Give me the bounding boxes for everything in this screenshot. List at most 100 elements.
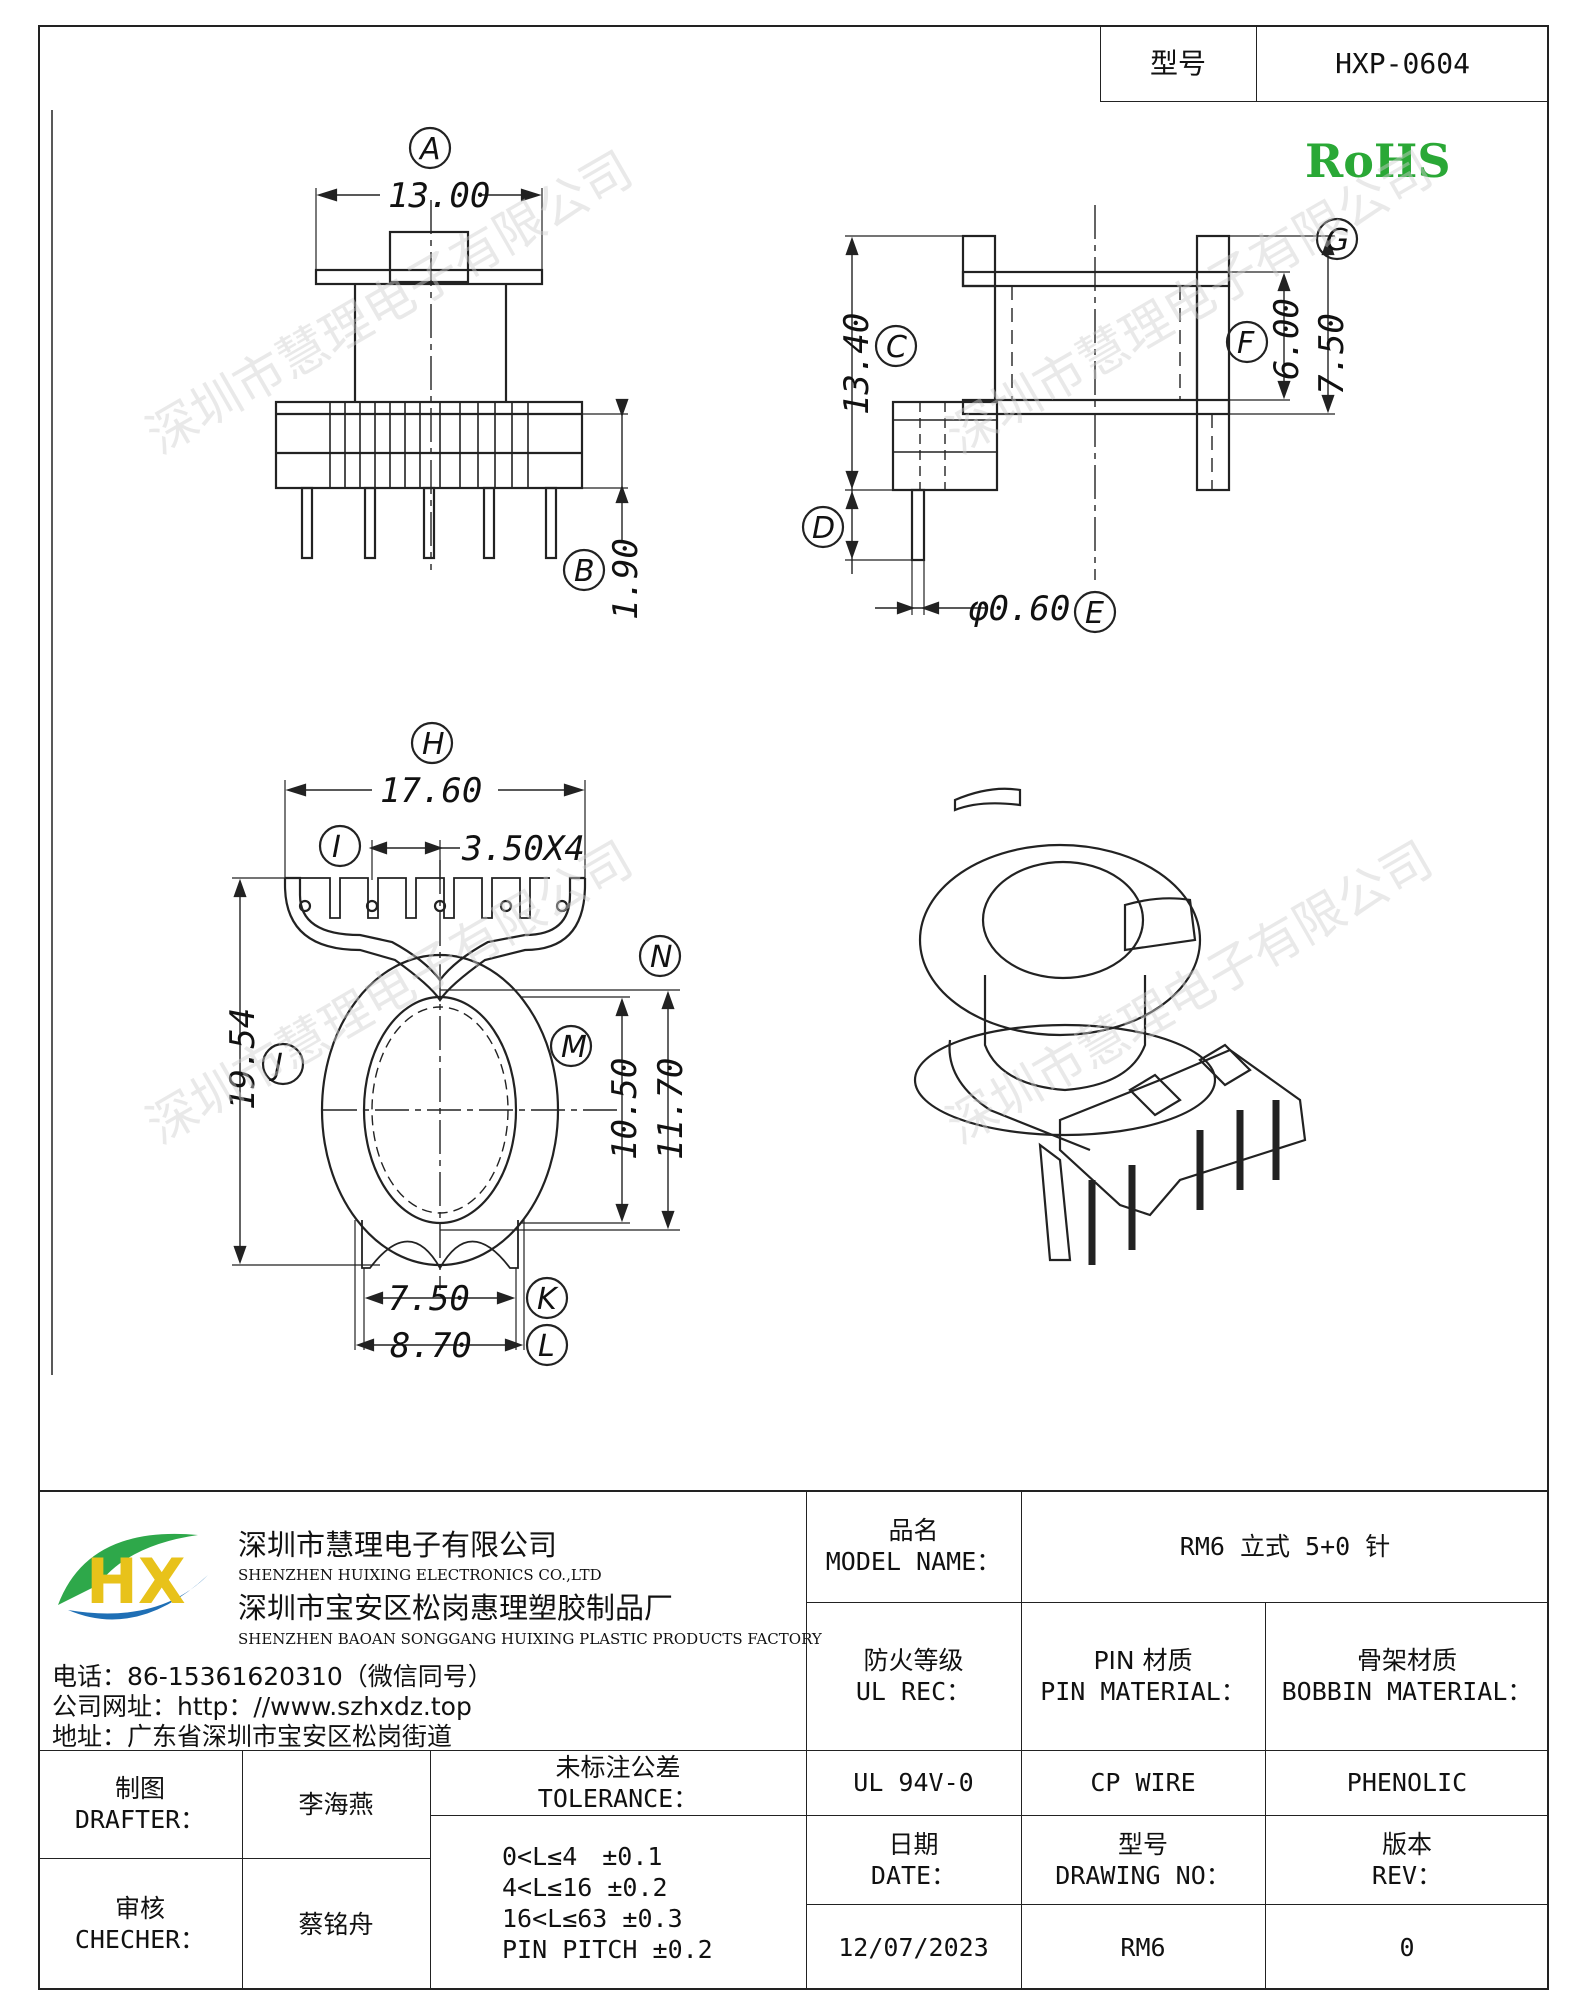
tb-line bbox=[430, 1815, 1549, 1816]
label-h: H bbox=[422, 727, 445, 762]
side-view bbox=[801, 205, 1359, 634]
tb-line bbox=[1021, 1490, 1022, 1990]
technical-drawings: 13.00 A 1.90 B 13.40 C D φ0.60 E 6.00 F … bbox=[51, 110, 1451, 1375]
dim-g: 7.50 bbox=[1312, 313, 1352, 395]
dim-k: 7.50 bbox=[388, 1279, 470, 1319]
date-header: 日期 DATE： bbox=[806, 1815, 1021, 1904]
dim-l: 8.70 bbox=[390, 1326, 472, 1366]
header-model-label: 型号 bbox=[1149, 47, 1206, 80]
dim-h: 17.60 bbox=[380, 771, 482, 811]
header-model-box bbox=[1100, 25, 1549, 102]
bobbin-material-value: PHENOLIC bbox=[1346, 1768, 1468, 1797]
front-view bbox=[274, 126, 629, 592]
dim-j: 19.54 bbox=[223, 1008, 263, 1110]
rev-header: 版本 REV： bbox=[1265, 1815, 1549, 1904]
label-b: B bbox=[574, 554, 595, 589]
tb-line bbox=[430, 1750, 431, 1990]
watermark-4: 深圳市慧理电子有限公司 bbox=[937, 830, 1442, 1155]
company-phone: 电话：86-15361620310（微信同号） bbox=[52, 1662, 493, 1691]
tb-line bbox=[1265, 1602, 1266, 1990]
factory-name-cn: 深圳市宝安区松岗惠理塑胶制品厂 bbox=[238, 1591, 674, 1625]
label-l: L bbox=[538, 1329, 555, 1364]
model-name-header: 品名 MODEL NAME： bbox=[806, 1490, 1021, 1602]
checker-en: CHECHER： bbox=[74, 1925, 206, 1954]
company-name-cn: 深圳市慧理电子有限公司 bbox=[238, 1528, 558, 1562]
label-m: M bbox=[561, 1030, 587, 1065]
tb-line bbox=[806, 1904, 1549, 1905]
model-name-cn: 品名 bbox=[888, 1516, 939, 1545]
bobbin-material-header: 骨架材质 BOBBIN MATERIAL： bbox=[1265, 1602, 1549, 1750]
company-website: 公司网址：http：//www.szhxdz.top bbox=[52, 1692, 472, 1721]
dim-e: φ0.60 bbox=[968, 589, 1070, 629]
header-divider bbox=[1256, 25, 1257, 102]
company-address: 地址：广东省深圳市宝安区松岗街道 bbox=[52, 1722, 453, 1751]
dim-c: 13.40 bbox=[837, 313, 877, 415]
label-i: I bbox=[332, 830, 341, 865]
checker-header: 审核 CHECHER： bbox=[38, 1858, 242, 1990]
label-c: C bbox=[886, 330, 907, 365]
date-en: DATE： bbox=[870, 1860, 957, 1890]
tolerance-header: 未标注公差 TOLERANCE： bbox=[430, 1750, 806, 1815]
dim-i: 3.50X4 bbox=[461, 829, 585, 869]
bobbin-material-cn: 骨架材质 bbox=[1356, 1646, 1457, 1675]
dim-f: 6.00 bbox=[1267, 298, 1307, 380]
company-name-en: SHENZHEN HUIXING ELECTRONICS CO.,LTD bbox=[238, 1566, 602, 1584]
label-g: G bbox=[1326, 223, 1349, 258]
ul-rec-header: 防火等级 UL REC： bbox=[806, 1602, 1021, 1750]
label-a: A bbox=[418, 132, 441, 167]
factory-name-en: SHENZHEN BAOAN SONGGANG HUIXING PLASTIC … bbox=[238, 1630, 822, 1648]
drafter-name: 李海燕 bbox=[298, 1789, 374, 1819]
label-k: K bbox=[537, 1282, 559, 1317]
label-d: D bbox=[812, 511, 835, 546]
tolerance-values: 0<L≤4 ±0.1 4<L≤16 ±0.2 16<L≤63 ±0.3 PIN … bbox=[430, 1815, 806, 1990]
tb-line bbox=[806, 1602, 1549, 1603]
rev-en: REV： bbox=[1371, 1860, 1443, 1890]
logo-letters: HX bbox=[86, 1545, 186, 1618]
label-n: N bbox=[650, 940, 672, 975]
label-f: F bbox=[1237, 326, 1255, 361]
dim-m: 10.50 bbox=[605, 1058, 645, 1160]
tb-line bbox=[242, 1750, 243, 1990]
pin-material-cn: PIN 材质 bbox=[1093, 1646, 1193, 1675]
pin-material-header: PIN 材质 PIN MATERIAL： bbox=[1021, 1602, 1265, 1750]
tolerance-line: 0<L≤4 ±0.1 bbox=[502, 1841, 663, 1871]
rev-value: 0 bbox=[1399, 1932, 1415, 1962]
drafter-en: DRAFTER： bbox=[74, 1805, 206, 1834]
date-cn: 日期 bbox=[888, 1829, 939, 1859]
date-value: 12/07/2023 bbox=[838, 1932, 989, 1962]
pin-material-en: PIN MATERIAL： bbox=[1040, 1677, 1246, 1706]
tb-line bbox=[38, 1750, 1549, 1751]
ul-value: UL 94V-0 bbox=[853, 1768, 974, 1797]
header-model-value: HXP-0604 bbox=[1335, 47, 1470, 80]
rev-cn: 版本 bbox=[1381, 1829, 1432, 1859]
checker-cn: 审核 bbox=[114, 1894, 165, 1923]
tolerance-line: 4<L≤16 ±0.2 bbox=[502, 1872, 668, 1902]
company-logo-icon: HX bbox=[58, 1533, 208, 1620]
drawing-no-en: DRAWING NO： bbox=[1055, 1860, 1231, 1890]
tb-line bbox=[38, 1858, 430, 1859]
watermark-3: 深圳市慧理电子有限公司 bbox=[137, 830, 642, 1155]
tolerance-line: 16<L≤63 ±0.3 bbox=[502, 1903, 683, 1933]
isometric-view bbox=[913, 787, 1307, 1265]
tolerance-cn: 未标注公差 bbox=[555, 1752, 681, 1782]
watermark-2: 深圳市慧理电子有限公司 bbox=[937, 140, 1442, 465]
model-name-value: RM6 立式 5+0 针 bbox=[1179, 1531, 1391, 1561]
ul-rec-cn: 防火等级 bbox=[863, 1646, 964, 1675]
drafter-header: 制图 DRAFTER： bbox=[38, 1750, 242, 1858]
model-name-en: MODEL NAME： bbox=[825, 1547, 1002, 1576]
bottom-view bbox=[232, 721, 682, 1367]
tb-line bbox=[806, 1490, 807, 1990]
tolerance-line: PIN PITCH ±0.2 bbox=[502, 1934, 713, 1964]
drafter-cn: 制图 bbox=[114, 1774, 165, 1803]
drawing-no-cn: 型号 bbox=[1117, 1829, 1168, 1859]
drawing-no-value: RM6 bbox=[1120, 1932, 1166, 1962]
drawing-no-header: 型号 DRAWING NO： bbox=[1021, 1815, 1265, 1904]
pin-material-value: CP WIRE bbox=[1090, 1768, 1196, 1797]
ul-rec-en: UL REC： bbox=[855, 1677, 972, 1706]
bobbin-material-en: BOBBIN MATERIAL： bbox=[1281, 1677, 1533, 1706]
title-block bbox=[38, 1490, 1549, 1990]
dim-b: 1.90 bbox=[606, 538, 646, 620]
rohs-mark: RoHS bbox=[1305, 134, 1451, 188]
label-e: E bbox=[1085, 596, 1104, 631]
dim-a: 13.00 bbox=[388, 176, 490, 216]
